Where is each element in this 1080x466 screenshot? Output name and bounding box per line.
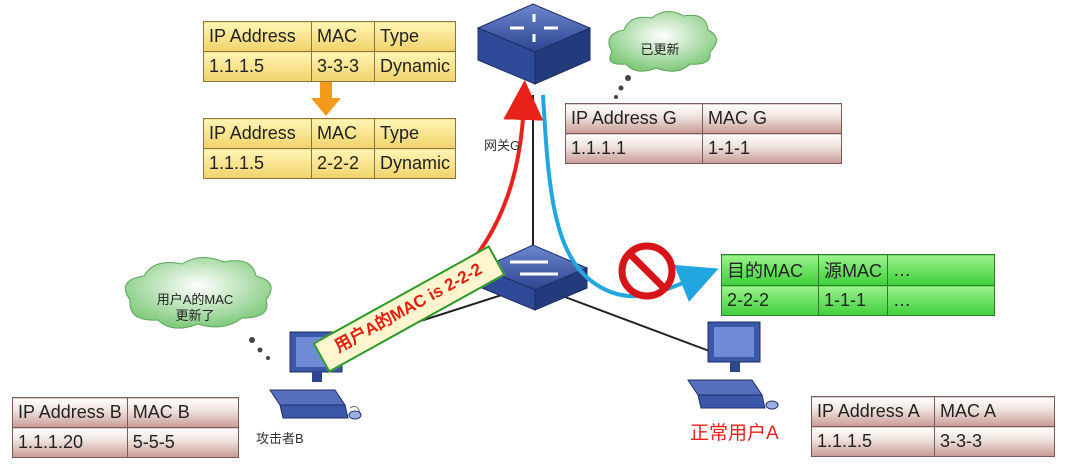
cell-mac: 2-2-2: [311, 148, 375, 179]
cell-mac: 3-3-3: [934, 426, 1055, 457]
cell-ip: 1.1.1.5: [811, 426, 935, 457]
user-a-computer-icon: [687, 321, 779, 410]
header-src-mac: 源MAC: [818, 254, 888, 286]
cell-mac: 3-3-3: [311, 51, 375, 82]
cell-mac: 5-5-5: [126, 427, 239, 458]
user-a-label: 正常用户A: [690, 423, 779, 444]
attacker-computer-icon: [269, 331, 362, 420]
attacker-table: IP Address B MAC B 1.1.1.20 5-5-5: [12, 397, 239, 458]
header-ip-address-g: IP Address G: [565, 103, 703, 134]
gateway-arp-table-old: IP Address MAC Type 1.1.1.5 3-3-3 Dynami…: [203, 21, 457, 82]
cell-ip: 1.1.1.20: [12, 427, 128, 458]
cell-src-mac: 1-1-1: [818, 285, 888, 316]
prohibited-icon: [618, 242, 676, 300]
header-ip-address-a: IP Address A: [811, 396, 935, 427]
cell-ip: 1.1.1.5: [203, 51, 312, 82]
packet-table: 目的MAC 源MAC … 2-2-2 1-1-1 …: [721, 254, 995, 316]
header-ip-address: IP Address: [203, 118, 312, 149]
header-mac: MAC: [311, 118, 375, 149]
gateway-info-table: IP Address G MAC G 1.1.1.1 1-1-1: [565, 103, 842, 164]
cell-type: Dynamic: [373, 148, 457, 179]
header-ellipsis: …: [887, 254, 995, 286]
cell-ip: 1.1.1.1: [565, 133, 703, 164]
cloud-attacker-text: 用户A的MAC 更新了: [150, 292, 240, 324]
orange-down-arrow: [311, 80, 341, 116]
gateway-label: 网关G: [484, 138, 521, 153]
cell-type: Dynamic: [373, 51, 457, 82]
header-ip-address: IP Address: [203, 21, 312, 52]
cloud-gateway-text: 已更新: [640, 42, 680, 57]
cloud-attacker-line2: 更新了: [175, 308, 215, 323]
header-mac: MAC: [311, 21, 375, 52]
cell-ellipsis: …: [887, 285, 995, 316]
header-type: Type: [373, 21, 457, 52]
header-mac-g: MAC G: [702, 103, 842, 134]
user-a-table: IP Address A MAC A 1.1.1.5 3-3-3: [811, 396, 1055, 457]
router-icon: [476, 3, 592, 85]
cell-ip: 1.1.1.5: [203, 148, 312, 179]
header-ip-address-b: IP Address B: [12, 397, 128, 428]
header-mac-b: MAC B: [126, 397, 239, 428]
switch-icon: [480, 244, 589, 311]
cell-dest-mac: 2-2-2: [721, 285, 819, 316]
attacker-label: 攻击者B: [256, 431, 304, 446]
thought-cloud-gateway: [608, 11, 717, 99]
gateway-arp-table-new: IP Address MAC Type 1.1.1.5 2-2-2 Dynami…: [203, 118, 457, 179]
header-mac-a: MAC A: [934, 396, 1055, 427]
header-type: Type: [373, 118, 457, 149]
cell-mac: 1-1-1: [702, 133, 842, 164]
thought-cloud-attacker: [124, 257, 272, 360]
cloud-attacker-line1: 用户A的MAC: [156, 292, 234, 307]
header-dest-mac: 目的MAC: [721, 254, 819, 286]
